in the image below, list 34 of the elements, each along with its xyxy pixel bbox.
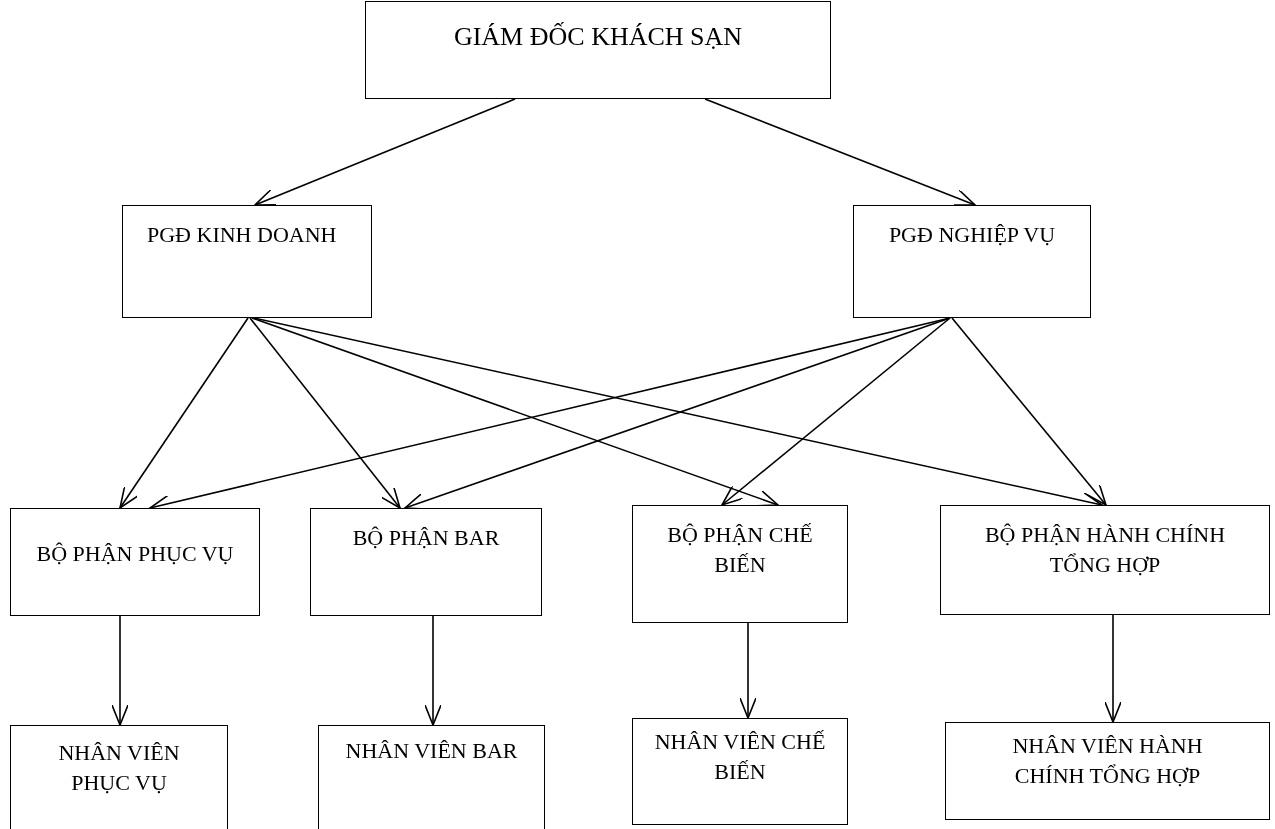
org-box xyxy=(853,205,1091,318)
box-title: BỘ PHẬN HÀNH CHÍNH TỔNG HỢP xyxy=(983,521,1227,579)
arrow xyxy=(704,98,976,206)
arrow xyxy=(1104,614,1122,723)
arrow xyxy=(739,622,757,719)
org-box xyxy=(365,1,831,99)
box-title: PGĐ NGHIỆP VỤ xyxy=(887,221,1057,249)
box-title: NHÂN VIÊN PHỤC VỤ xyxy=(57,739,181,797)
org-box xyxy=(122,205,372,318)
box-title: BỘ PHẬN PHỤC VỤ xyxy=(35,540,235,568)
arrow xyxy=(119,317,249,509)
org-box xyxy=(945,722,1270,820)
arrow xyxy=(424,615,442,726)
box-title: NHÂN VIÊN HÀNH CHÍNH TỔNG HỢP xyxy=(1011,732,1204,790)
org-box xyxy=(940,505,1270,615)
arrow xyxy=(111,615,129,726)
box-title: BỘ PHẬN BAR xyxy=(351,524,501,552)
arrow xyxy=(251,317,779,507)
org-box xyxy=(310,508,542,616)
arrow xyxy=(721,317,951,506)
org-box xyxy=(632,718,848,825)
arrow xyxy=(951,317,1107,506)
box-title: NHÂN VIÊN BAR xyxy=(344,737,519,765)
arrow xyxy=(254,98,516,206)
arrow xyxy=(404,317,951,510)
box-title: NHÂN VIÊN CHẾ BIẾN xyxy=(653,728,827,786)
arrow xyxy=(249,317,401,509)
org-box xyxy=(10,508,260,616)
box-title: GIÁM ĐỐC KHÁCH SẠN xyxy=(452,22,744,52)
org-box xyxy=(632,505,848,623)
box-title: BỘ PHẬN CHẾ BIẾN xyxy=(666,521,814,579)
box-title: PGĐ KINH DOANH xyxy=(147,221,338,249)
org-box xyxy=(318,725,545,829)
org-box xyxy=(10,725,228,829)
